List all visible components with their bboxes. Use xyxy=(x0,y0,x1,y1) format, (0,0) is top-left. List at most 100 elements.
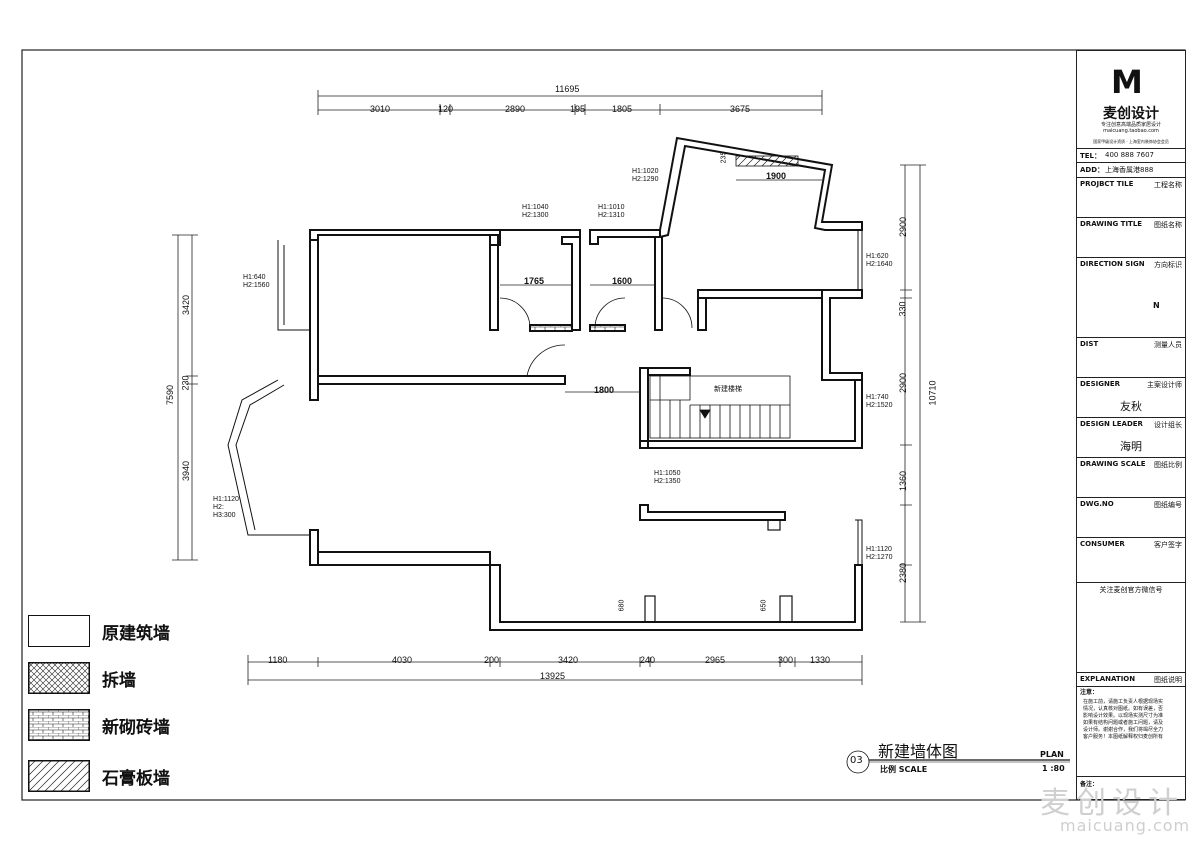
tb-row-designer: DESIGNER 主案设计师 友秋 xyxy=(1077,377,1185,418)
wall-outer-left-top xyxy=(309,229,501,246)
drawing-number: 03 xyxy=(850,755,863,766)
legend-label: 新砌砖墙 xyxy=(102,718,170,738)
dim-right-3: 1360 xyxy=(898,470,909,492)
north-label: N xyxy=(1153,301,1160,310)
dim-left-1: 230 xyxy=(180,375,191,391)
notes-label: 注意： xyxy=(1080,689,1099,696)
wall-stair-top xyxy=(648,367,691,376)
dim-top-2: 2890 xyxy=(505,104,526,114)
dim-bottom-2: 200 xyxy=(484,655,500,665)
legend-swatch-diagonal xyxy=(28,760,90,792)
tb-row-design-leader: DESIGN LEADER 设计组长 海明 xyxy=(1077,417,1185,458)
columns xyxy=(644,519,793,623)
tb-row-add: ADD： 上海香属港888 xyxy=(1077,162,1185,178)
dim-bottom-1: 4030 xyxy=(392,655,413,665)
legend-swatch-crosshatch xyxy=(28,662,90,694)
dim-235: 235 xyxy=(720,151,728,164)
wall-right-upper xyxy=(821,289,863,381)
tb-row-follow: 关注麦创官方微信号 xyxy=(1077,582,1185,673)
logo-org: 国家甲级设计资质 · 上海室内装饰协会会员 xyxy=(1093,139,1169,144)
dim-1800: 1800 xyxy=(594,385,615,395)
logo-slogan: 专注创意高端品质家居设计 xyxy=(1100,122,1161,128)
wall-inner-2 xyxy=(654,236,663,331)
watermark-en: maicuang.com xyxy=(1060,816,1191,835)
new-staircase xyxy=(649,375,791,439)
dim-right-2: 2900 xyxy=(898,372,909,394)
dim-right-0: 2900 xyxy=(898,216,909,238)
window-right-2 xyxy=(855,519,863,566)
dim-top-4: 1805 xyxy=(612,104,633,114)
dim-right-4: 2380 xyxy=(898,562,909,584)
wall-right-lower xyxy=(639,504,786,521)
wall-outer-left xyxy=(309,240,319,401)
dim-bottom-7: 1330 xyxy=(810,655,831,665)
brick-wall-1 xyxy=(529,324,573,332)
door-swing-3 xyxy=(594,297,626,329)
door-swing-4 xyxy=(661,297,693,329)
dim-left-2: 3940 xyxy=(181,460,192,482)
tb-row-dwg-no: DWG.NO 图纸编号 xyxy=(1077,497,1185,538)
dim-bottom-5: 2965 xyxy=(705,655,726,665)
dim-right-1: 330 xyxy=(897,301,908,317)
tb-row-direction: DIRECTION SIGN 方向标识 N xyxy=(1077,257,1185,338)
dim-bottom-0: 1180 xyxy=(268,655,288,665)
logo-site: maicuang.taobao.com xyxy=(1103,128,1159,134)
dim-bottom-3: 3420 xyxy=(558,655,579,665)
drawing-title: 新建墙体图 xyxy=(878,742,959,761)
watermark-cn: 麦创设计 xyxy=(1040,786,1184,821)
dim-left-total: 7590 xyxy=(165,384,176,406)
tb-row-notes: 注意： 在施工前，请施工负责人根据现场实 情况，认真核对图纸。如有误差，否 影响… xyxy=(1077,686,1185,777)
door-swing-1 xyxy=(526,344,566,377)
brick-wall-2 xyxy=(589,324,626,332)
logo-text: 麦创设计 xyxy=(1103,106,1159,122)
drawing-scale-value: 1 :80 xyxy=(1042,764,1065,773)
tb-row-tel: TEL： 400 888 7607 xyxy=(1077,148,1185,163)
tb-row-dist: DIST 测量人员 xyxy=(1077,337,1185,378)
designer-name: 友秋 xyxy=(1120,400,1142,413)
wall-mid-horizontal xyxy=(317,375,566,385)
dim-1900: 1900 xyxy=(766,171,787,181)
dim-top-0: 3010 xyxy=(370,104,391,114)
dim-top-5: 3675 xyxy=(730,104,751,114)
dim-top-1: 120 xyxy=(438,104,454,114)
door-swing-2 xyxy=(499,297,531,329)
window-right-1 xyxy=(855,229,863,291)
tb-row-project-title: PROJBCT TILE 工程名称 xyxy=(1077,177,1185,218)
wall-right-bottom xyxy=(309,529,863,631)
walls xyxy=(227,136,863,631)
legend-label: 石膏板墙 xyxy=(102,769,170,789)
dim-right-total: 10710 xyxy=(927,380,938,406)
legend-label: 拆墙 xyxy=(102,671,136,691)
legend-swatch-brick xyxy=(28,709,90,741)
dim-top-3: 195 xyxy=(570,104,586,114)
dim-top-total: 11695 xyxy=(555,84,580,94)
tb-row-explanation: EXPLANATION 图纸说明 xyxy=(1077,672,1185,687)
dim-650: 650 xyxy=(760,599,768,612)
dim-bottom-6: 300 xyxy=(778,655,794,665)
stair-label: 新建楼梯 xyxy=(714,385,742,393)
legend-label: 原建筑墙 xyxy=(102,624,170,644)
wall-inner-1 xyxy=(489,234,499,331)
dim-1600: 1600 xyxy=(612,276,633,286)
legend-swatch-solid xyxy=(28,615,90,647)
dim-bottom-4: 240 xyxy=(640,655,656,665)
dim-1765: 1765 xyxy=(524,276,545,286)
wall-left-lower xyxy=(309,530,319,566)
wall-stair-left xyxy=(639,367,649,449)
drawing-plan-label: PLAN xyxy=(1040,750,1064,759)
tb-row-consumer: CONSUMER 客户签字 xyxy=(1077,537,1185,578)
wall-top-right xyxy=(659,136,863,238)
notes-text: 在施工前，请施工负责人根据现场实 情况，认真核对图纸。如有误差，否 影响设计效果… xyxy=(1083,699,1164,740)
tb-row-drawing-title: DRAWING TITLE 图纸名称 xyxy=(1077,217,1185,258)
drawing-frame xyxy=(21,49,1186,801)
wall-inner-3 xyxy=(697,289,823,331)
